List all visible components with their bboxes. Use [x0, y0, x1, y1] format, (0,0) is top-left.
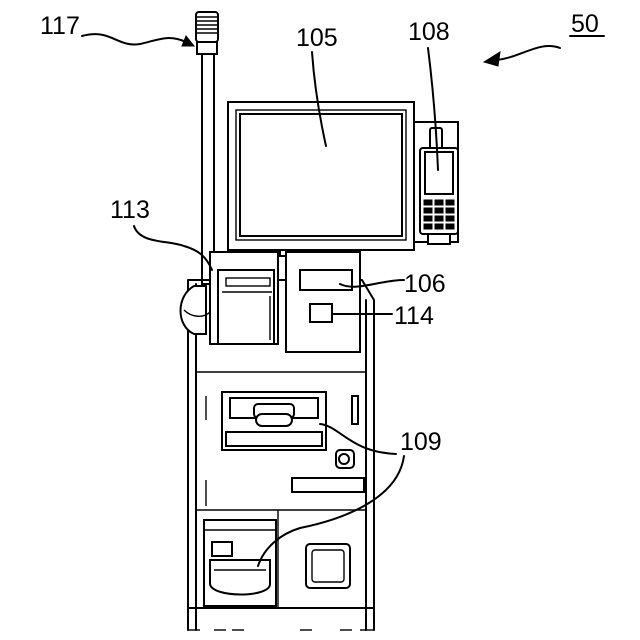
- label-117: 117: [40, 12, 194, 46]
- figure-reference-number: 50: [571, 10, 599, 38]
- coin-unit: [204, 520, 350, 606]
- figure-reference: 50: [484, 10, 604, 66]
- label-cash-units: 109: [400, 428, 442, 456]
- label-pole-light: 117: [40, 12, 80, 40]
- label-payment-terminal: 108: [408, 18, 450, 46]
- label-reader-window: 114: [394, 302, 434, 330]
- label-display: 105: [296, 24, 338, 52]
- bill-acceptor: [222, 392, 364, 492]
- label-113: 113: [110, 196, 212, 270]
- card-reader-unit: [286, 252, 360, 352]
- label-printer-unit: 113: [110, 196, 150, 224]
- pole-light: [196, 12, 218, 284]
- printer-unit: [181, 252, 279, 344]
- label-card-slot: 106: [404, 270, 446, 298]
